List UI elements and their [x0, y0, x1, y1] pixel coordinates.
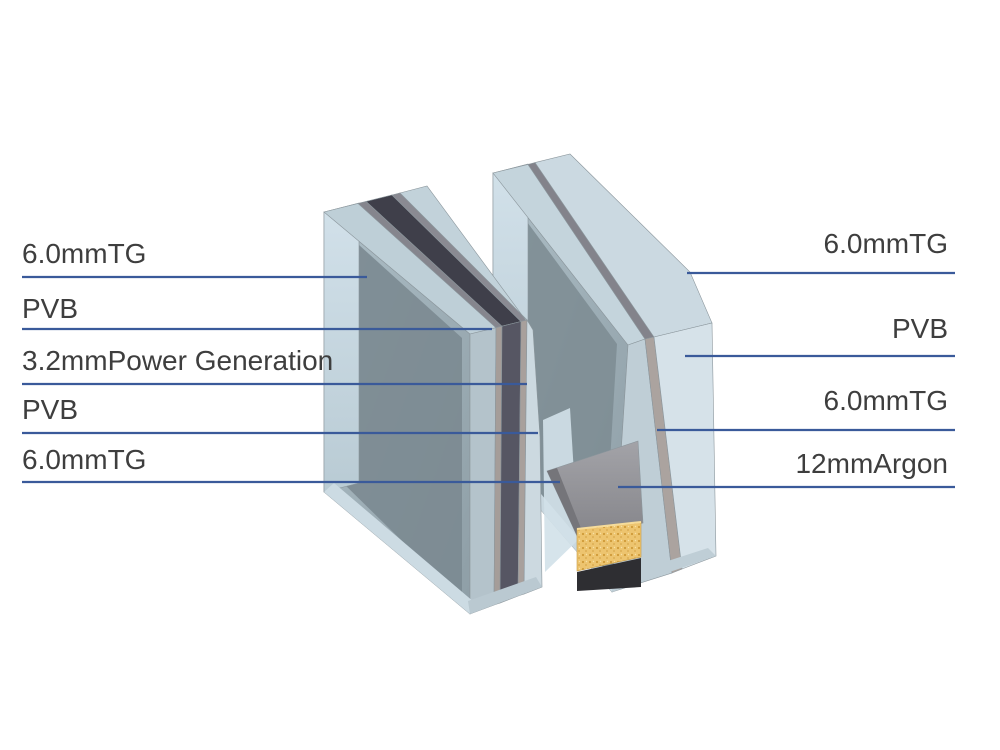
label-right-tg-inner: 6.0mmTG [824, 385, 948, 416]
cavity-floor-shadow [547, 468, 586, 541]
label-right-pvb: PVB [892, 313, 948, 344]
label-left-tg-inner: 6.0mmTG [22, 444, 146, 475]
label-left-pvb-2: PVB [22, 394, 78, 425]
secondary-sealant-block [577, 558, 641, 591]
layer-labels: 6.0mmTG PVB 3.2mmPower Generation PVB 6.… [22, 228, 948, 479]
right-panel-top-face [492, 153, 713, 346]
label-right-argon: 12mmArgon [795, 448, 948, 479]
left-panel-edge-cross-section [469, 318, 543, 615]
left-panel-interior-tint [338, 226, 462, 600]
label-left-pv: 3.2mmPower Generation [22, 345, 333, 376]
label-right-tg-outer: 6.0mmTG [824, 228, 948, 259]
left-panel [323, 185, 543, 615]
argon-cavity [543, 408, 644, 591]
leader-lines [22, 271, 955, 489]
left-panel-bottom-face [324, 483, 474, 614]
spacer-highlight [576, 521, 642, 530]
label-left-tg-outer: 6.0mmTG [22, 238, 146, 269]
left-panel-top-face [323, 185, 534, 335]
left-panel-bottom-right-face [468, 577, 542, 614]
label-left-pvb-1: PVB [22, 293, 78, 324]
